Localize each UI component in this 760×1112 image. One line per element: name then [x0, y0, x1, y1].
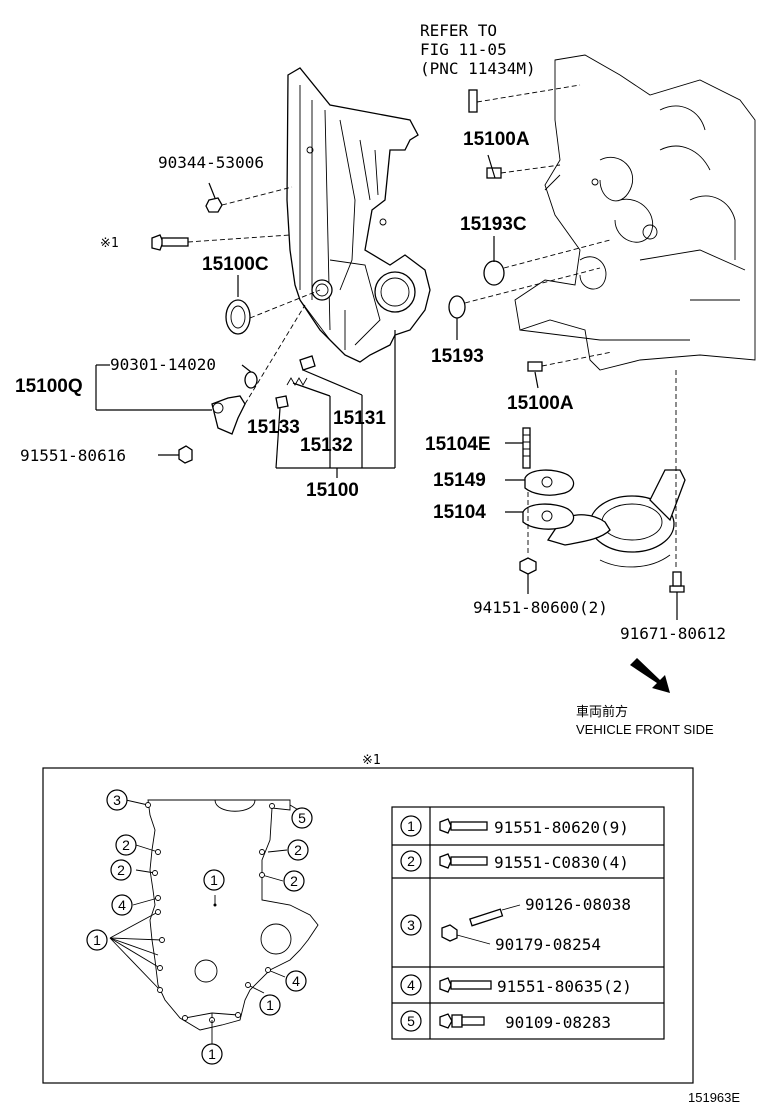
marker-2b: 2 [117, 862, 125, 878]
bolt-icon [439, 853, 488, 869]
label-15100a-bottom: 15100A [507, 393, 574, 414]
refer-line-1: REFER TO [420, 21, 497, 40]
marker-1a: 1 [210, 872, 218, 888]
refer-line-3: (PNC 11434M) [420, 59, 536, 78]
marker-1c: 1 [266, 997, 274, 1013]
table-num-5: 5 [407, 1013, 415, 1029]
detail-cover-outline [147, 799, 319, 1031]
label-15149: 15149 [433, 470, 486, 491]
label-15193c: 15193C [460, 214, 527, 235]
bolt-91671 [669, 571, 685, 593]
detail-bolt-holes [145, 802, 275, 1023]
table-row-4: 4 91551-80635(2) [400, 974, 632, 996]
label-15104e: 15104E [425, 434, 491, 455]
marker-2a: 2 [122, 837, 130, 853]
label-15100c: 15100C [202, 254, 269, 275]
table-num-4: 4 [407, 977, 415, 993]
bolt-icon [439, 977, 492, 993]
nut-icon [441, 924, 458, 942]
oring-15193 [448, 295, 466, 319]
gasket-15149 [524, 469, 575, 496]
spring-15132 [286, 377, 308, 386]
plug-15133 [275, 395, 289, 409]
detail-markers: 3 5 2 2 2 2 4 4 1 1 1 1 [86, 789, 313, 1065]
table-row-5: 5 90109-08283 [400, 1010, 611, 1032]
bolt-icon [439, 818, 488, 834]
table-part-2: 91551-C0830(4) [494, 853, 629, 872]
marker-4a: 4 [118, 897, 126, 913]
table-part-5: 90109-08283 [505, 1013, 611, 1032]
front-arrow-icon [630, 658, 670, 693]
label-91671-80612: 91671-80612 [620, 624, 726, 643]
marker-1b: 1 [93, 932, 101, 948]
direction-en: VEHICLE FRONT SIDE [576, 722, 714, 737]
label-90301-14020: 90301-14020 [110, 355, 216, 374]
detail-leaders [109, 799, 313, 1020]
marker-3: 3 [113, 792, 121, 808]
flange-15104 [522, 503, 575, 530]
bolt-91551-80616 [178, 445, 193, 464]
timing-cover [286, 67, 431, 363]
table-row-1: 1 91551-80620(9) [400, 815, 629, 837]
label-15100a-top: 15100A [463, 129, 530, 150]
table-num-1: 1 [407, 818, 415, 834]
marker-4b: 4 [292, 973, 300, 989]
label-15100: 15100 [306, 480, 359, 501]
table-part-1: 91551-80620(9) [494, 818, 629, 837]
oring-90301 [244, 371, 258, 389]
table-row-2: 2 91551-C0830(4) [400, 850, 629, 872]
detail-frame [42, 767, 694, 1084]
detail-parts-table [391, 806, 665, 1040]
nut-94151 [519, 557, 537, 575]
marker-5: 5 [298, 810, 306, 826]
label-15131: 15131 [333, 408, 386, 429]
pin-15100a-top [468, 89, 478, 113]
oring-15193c [483, 260, 505, 286]
label-91551-80616: 91551-80616 [20, 446, 126, 465]
valve-15100q [211, 395, 246, 435]
label-90344-53006: 90344-53006 [158, 153, 264, 172]
engine-block [514, 54, 756, 371]
detail-title: ※1 [362, 753, 381, 768]
label-15133: 15133 [247, 417, 300, 438]
table-row-3: 3 90126-08038 90179-08254 [400, 895, 631, 954]
label-15132: 15132 [300, 435, 353, 456]
plug-90344 [205, 197, 223, 213]
table-part-4: 91551-80635(2) [497, 977, 632, 996]
label-15104: 15104 [433, 502, 486, 523]
bolt-star1 [151, 234, 189, 251]
table-num-2: 2 [407, 853, 415, 869]
refer-line-2: FIG 11-05 [420, 40, 507, 59]
valve-15131 [299, 355, 316, 371]
stud-icon [469, 908, 504, 927]
marker-2d: 2 [290, 873, 298, 889]
stud-bolt-icon [439, 1013, 485, 1029]
marker-1d: 1 [208, 1046, 216, 1062]
stud-15104e [522, 427, 531, 469]
leader-lines [95, 84, 678, 620]
label-star1-bolt: ※1 [100, 236, 119, 251]
figure-id: 151963E [688, 1090, 740, 1105]
seal-15100c [225, 299, 251, 335]
table-num-3: 3 [407, 917, 415, 933]
label-15193: 15193 [431, 346, 484, 367]
label-15100q: 15100Q [15, 376, 83, 397]
pin-15100a-low [527, 361, 543, 372]
table-part-3b: 90179-08254 [495, 935, 601, 954]
direction-jp: 車両前方 [576, 704, 628, 720]
label-94151-80600: 94151-80600(2) [473, 598, 608, 617]
table-part-3a: 90126-08038 [525, 895, 631, 914]
marker-2c: 2 [294, 842, 302, 858]
